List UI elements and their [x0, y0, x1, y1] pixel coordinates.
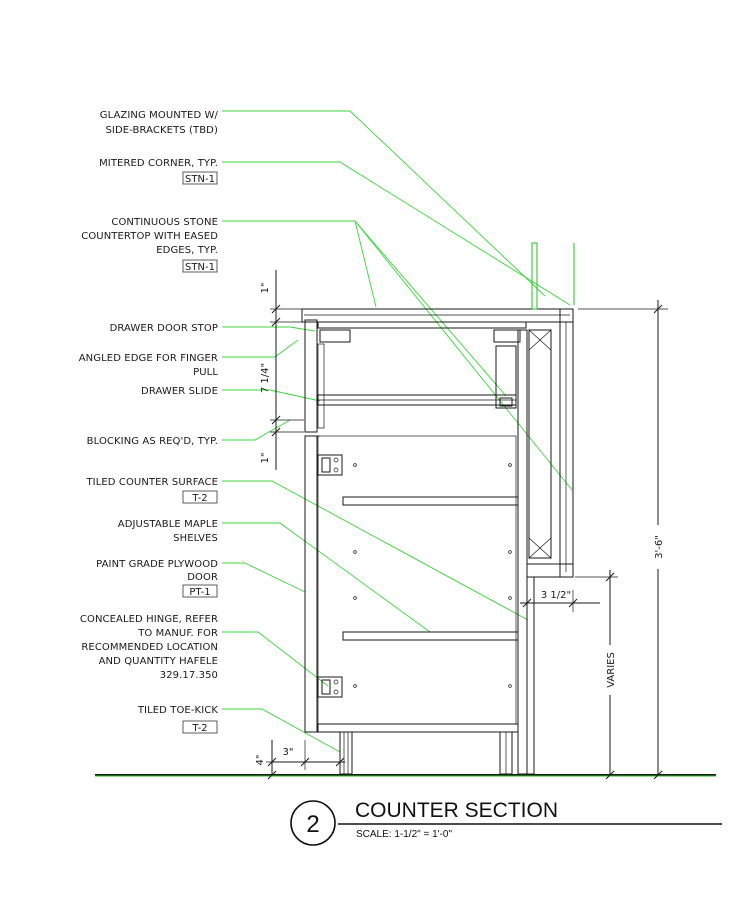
tag-box — [182, 490, 218, 504]
leader-lines — [222, 110, 573, 753]
toe-kick — [339, 731, 353, 775]
cabinet-back — [517, 329, 528, 775]
tag-box — [182, 584, 218, 598]
hinge-upper — [317, 454, 343, 476]
cabinet-door — [304, 435, 318, 733]
note-shelves-2: SHELVES — [173, 533, 218, 544]
dim-overall: 3'-6" — [654, 535, 665, 559]
tag-box — [182, 720, 218, 734]
note-hinge-5: 329.17.350 — [160, 670, 218, 681]
dim-lower-gap: 1" — [260, 453, 271, 464]
detail-number: 2 — [306, 811, 319, 838]
tag-door: PT-1 — [189, 587, 210, 598]
annotation-notes: GLAZING MOUNTED W/ SIDE-BRACKETS (TBD) M… — [79, 110, 219, 734]
note-shelves-1: ADJUSTABLE MAPLE — [118, 519, 218, 530]
dimensions: 1" 7 1/4" 1" 4" 3" 3 1/2" VARIES — [255, 270, 668, 780]
tag-countertop: STN-1 — [185, 262, 215, 273]
note-drawer-slide: DRAWER SLIDE — [141, 386, 218, 397]
cabinet-bottom — [317, 723, 519, 733]
tag-box — [182, 259, 218, 273]
tag-tiled-counter: T-2 — [191, 493, 207, 504]
glazing-panel — [531, 242, 538, 310]
note-countertop-2: COUNTERTOP WITH EASED — [81, 231, 218, 242]
note-tiled-counter: TILED COUNTER SURFACE — [85, 477, 218, 488]
dim-varies: VARIES — [606, 652, 617, 688]
stone-back-panel — [559, 308, 574, 578]
countertop-slab — [301, 308, 574, 323]
note-glazing-1: GLAZING MOUNTED W/ — [100, 110, 219, 121]
shelf-lower — [342, 631, 519, 641]
note-hinge-3: RECOMMENDED LOCATION — [81, 642, 218, 653]
note-angled-edge-1: ANGLED EDGE FOR FINGER — [79, 353, 218, 364]
note-door-1: PAINT GRADE PLYWOOD — [96, 559, 218, 570]
detail-number-circle — [290, 800, 336, 846]
note-countertop-3: EDGES, TYP. — [156, 245, 218, 256]
dim-offset: 3 1/2" — [541, 590, 571, 601]
note-drawer-stop: DRAWER DOOR STOP — [110, 323, 218, 334]
note-hinge-1: CONCEALED HINGE, REFER — [80, 614, 218, 625]
tag-mitered: STN-1 — [185, 174, 215, 185]
blocking — [528, 329, 552, 559]
drawer-front — [304, 319, 318, 433]
note-angled-edge-2: PULL — [193, 367, 218, 378]
note-blocking: BLOCKING AS REQ'D, TYP. — [87, 436, 218, 447]
note-mitered: MITERED CORNER, TYP. — [99, 158, 218, 169]
hinge-lower — [317, 676, 343, 698]
dim-top-gap: 1" — [260, 283, 271, 294]
cabinet-section — [301, 242, 575, 775]
tag-box — [182, 171, 218, 185]
title-block: 2 COUNTER SECTION SCALE: 1-1/2" = 1'-0" — [290, 799, 722, 846]
drawing-scale: SCALE: 1-1/2" = 1'-0" — [356, 829, 452, 840]
note-glazing-2: SIDE-BRACKETS (TBD) — [105, 125, 218, 136]
note-hinge-4: AND QUANTITY HAFELE — [99, 656, 218, 667]
dim-toe-height: 4" — [255, 755, 266, 766]
note-door-2: DOOR — [187, 572, 218, 583]
shelf-upper — [342, 496, 519, 506]
dim-drawer-height: 7 1/4" — [260, 363, 271, 393]
note-hinge-2: TO MANUF. FOR — [137, 628, 218, 639]
dim-toe-depth: 3" — [283, 747, 294, 758]
note-toe-kick: TILED TOE-KICK — [137, 705, 219, 716]
note-countertop-1: CONTINUOUS STONE — [111, 217, 218, 228]
tag-toe-kick: T-2 — [191, 723, 207, 734]
drawing-title: COUNTER SECTION — [355, 799, 558, 822]
